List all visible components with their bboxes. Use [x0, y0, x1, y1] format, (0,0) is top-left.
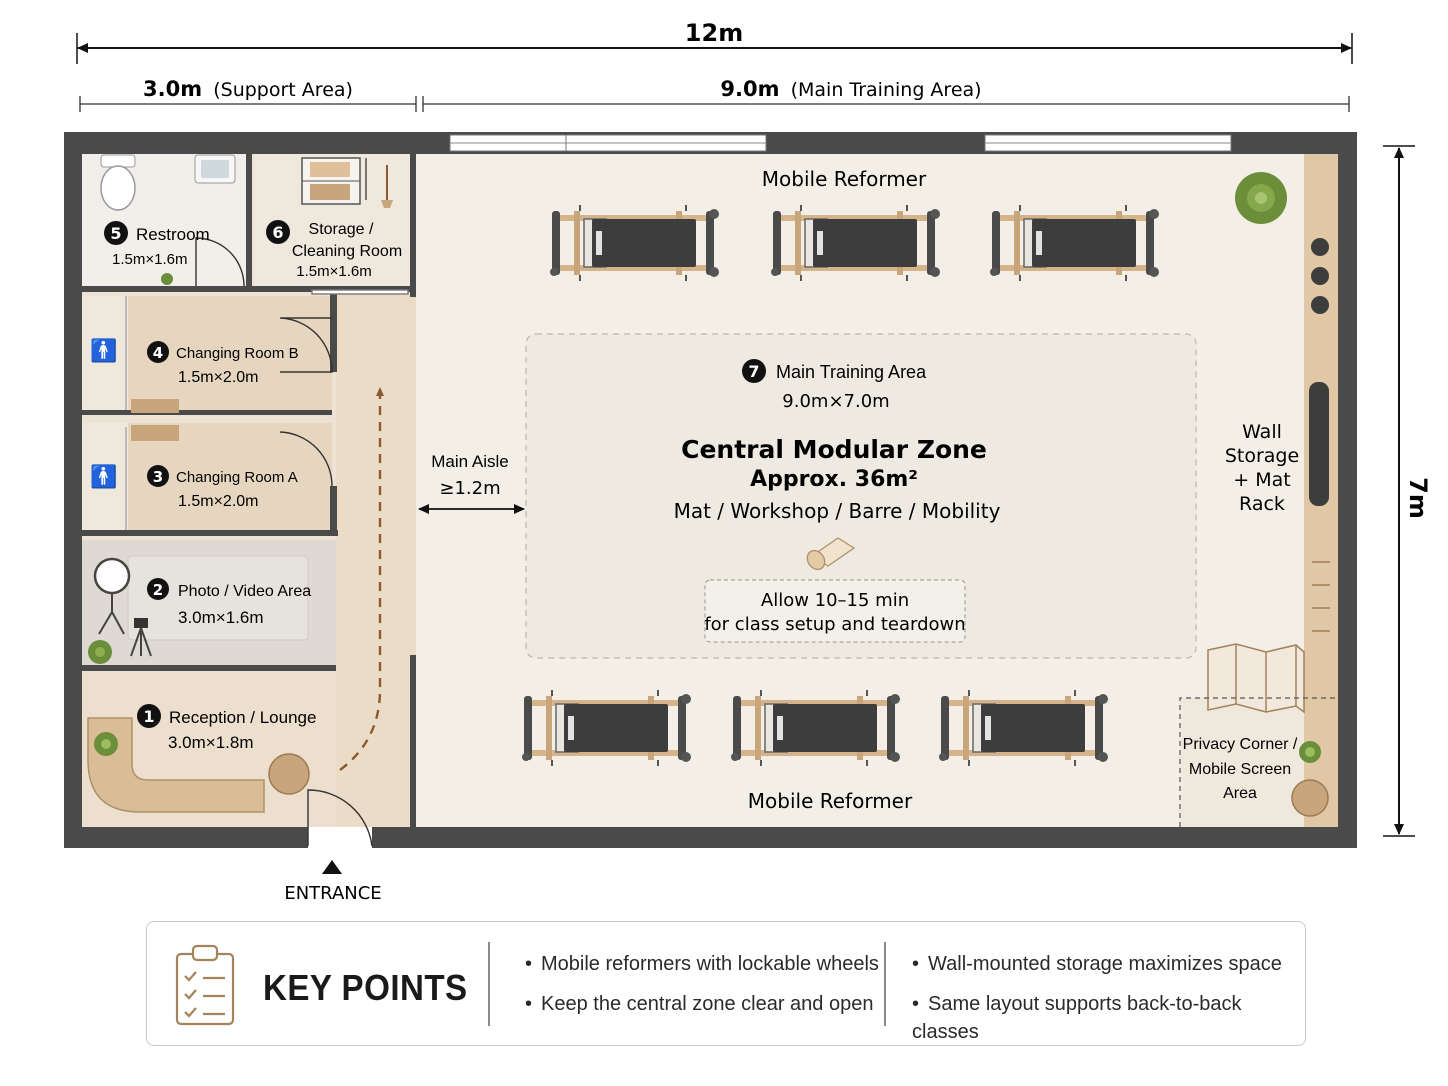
restroom-number: 5 [110, 224, 121, 243]
wall-storage-line2: Storage [1225, 445, 1299, 467]
main-width: 9.0m [720, 77, 779, 101]
changing-a-name: Changing Room A [176, 469, 298, 486]
reformer-row-bottom [521, 689, 1109, 767]
main-area-size: 9.0m×7.0m [782, 391, 889, 412]
setup-note-box [704, 579, 966, 643]
key-point-item: Same layout supports back-to-back classe… [912, 990, 1305, 1043]
wall-storage-items [1235, 172, 1330, 632]
photo-name: Photo / Video Area [178, 583, 311, 600]
storage-size: 1.5m×1.6m [296, 263, 371, 280]
privacy-line1: Privacy Corner / [1183, 736, 1298, 753]
floor-plan: 12m 3.0m (Support Area) 9.0m (Main Train… [64, 19, 1432, 904]
entrance-arrow-icon [322, 860, 342, 874]
main-area-name: Main Training Area [776, 362, 927, 382]
photo-number: 2 [153, 581, 163, 599]
storage-number-badge [266, 220, 290, 244]
changing-a-number: 3 [153, 468, 163, 486]
setup-note-line2: for class setup and teardown [704, 614, 965, 635]
reception-size: 3.0m×1.8m [168, 733, 254, 752]
key-points-column-1: Mobile reformers with lockable wheels Ke… [525, 950, 879, 1030]
wall-storage-line3: + Mat [1233, 469, 1290, 491]
privacy-corner-decor [1291, 741, 1329, 817]
key-point-item: Keep the central zone clear and open [525, 990, 879, 1030]
key-points-title: KEY POINTS [263, 967, 468, 1008]
walkway-arrow [339, 387, 384, 771]
privacy-line3: Area [1223, 785, 1257, 802]
reformer-row-top [549, 204, 1160, 282]
storage-shelf [301, 157, 393, 208]
wall-storage-line4: Rack [1239, 493, 1285, 515]
privacy-corner-outline [1179, 697, 1338, 827]
changing-b-name: Changing Room B [176, 345, 299, 362]
folding-screen [1207, 643, 1305, 714]
changing-a-size: 1.5m×2.0m [178, 493, 258, 510]
wall-storage-line1: Wall [1242, 421, 1282, 443]
svg-text:3.0m (Support Area): 3.0m (Support Area) [143, 77, 353, 101]
photo-equipment [88, 555, 309, 664]
privacy-line2: Mobile Screen [1189, 761, 1291, 778]
changing-a-number-badge [147, 465, 169, 487]
storage-name-line1: Storage / [309, 221, 374, 238]
changing-b-size: 1.5m×2.0m [178, 369, 258, 386]
central-zone-area: Approx. 36m² [750, 467, 918, 492]
key-points-panel: KEY POINTS Mobile reformers with lockabl… [146, 921, 1306, 1046]
aisle-label: Main Aisle [431, 452, 508, 471]
restroom-fixtures [100, 154, 236, 285]
reformer-bottom-label: Mobile Reformer [748, 789, 913, 813]
main-number-badge [742, 359, 766, 383]
central-zone-title: Central Modular Zone [681, 435, 987, 464]
checklist-icon [175, 944, 235, 1026]
restroom-name: Restroom [136, 225, 210, 244]
central-zone-uses: Mat / Workshop / Barre / Mobility [674, 499, 1001, 523]
doors [195, 237, 409, 847]
photo-number-badge [147, 578, 169, 600]
svg-text:🚹: 🚹 [90, 464, 117, 490]
key-points-divider [884, 942, 886, 1026]
total-width-label: 12m [685, 19, 743, 47]
main-number: 7 [748, 362, 759, 381]
storage-number: 6 [272, 223, 283, 242]
support-width: 3.0m [143, 77, 202, 101]
main-area-label: (Main Training Area) [791, 79, 982, 101]
restroom-size: 1.5m×1.6m [112, 251, 187, 268]
aisle-width: ≥1.2m [439, 478, 500, 499]
key-points-column-2: Wall-mounted storage maximizes space Sam… [912, 950, 1305, 1043]
key-points-divider [488, 942, 490, 1026]
yoga-mat-icon [806, 537, 856, 571]
depth-label: 7m [1404, 477, 1432, 519]
setup-note-line1: Allow 10–15 min [761, 590, 909, 611]
key-point-item: Wall-mounted storage maximizes space [912, 950, 1305, 990]
restroom-number-badge [104, 221, 128, 245]
windows [449, 134, 1232, 152]
reception-desk [87, 717, 310, 813]
reception-name: Reception / Lounge [169, 708, 316, 727]
dimension-lines: 12m 3.0m (Support Area) 9.0m (Main Train… [76, 19, 1432, 837]
key-point-item: Mobile reformers with lockable wheels [525, 950, 879, 990]
changing-b-number: 4 [153, 344, 163, 362]
reception-number-badge [137, 704, 161, 728]
svg-text:🚹: 🚹 [90, 338, 117, 364]
reformer-top-label: Mobile Reformer [762, 167, 927, 191]
support-area-label: (Support Area) [213, 79, 353, 101]
central-modular-zone [525, 333, 1197, 659]
reception-number: 1 [143, 707, 154, 726]
entrance-label: ENTRANCE [284, 883, 381, 904]
walls [64, 132, 1357, 848]
svg-text:9.0m (Main Training Area: 9.0m (Main Training Area) [720, 77, 981, 101]
changing-b-number-badge [147, 341, 169, 363]
photo-size: 3.0m×1.6m [178, 608, 264, 627]
storage-name-line2: Cleaning Room [292, 243, 402, 260]
changing-room-fixtures: 🚹 🚹 [90, 296, 179, 530]
